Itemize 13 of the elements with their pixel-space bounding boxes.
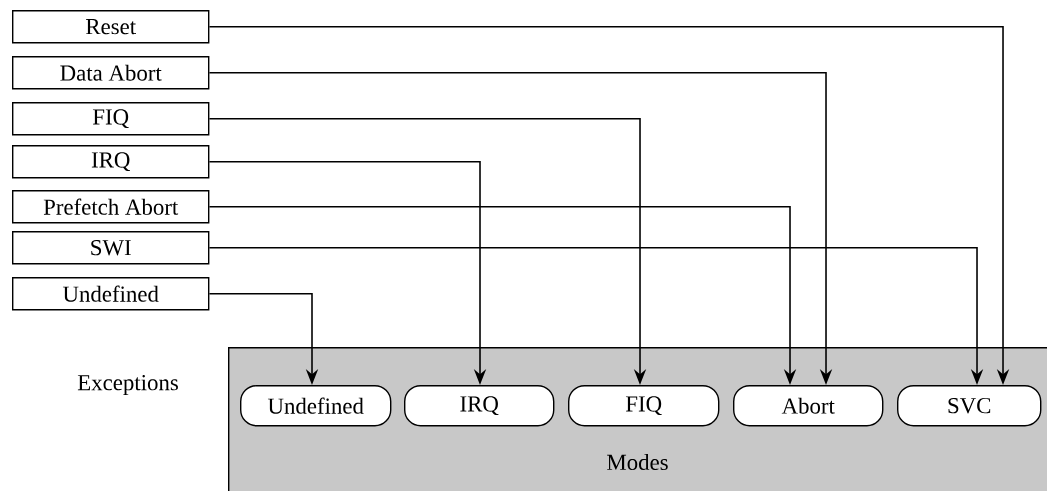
exception-box: SWI (12, 231, 210, 265)
mode-box: Abort (733, 385, 884, 427)
exception-box: Undefined (12, 277, 210, 311)
mode-box: Undefined (240, 385, 392, 427)
mode-box: SVC (897, 385, 1042, 427)
exception-box: FIQ (12, 102, 210, 136)
mode-box: FIQ (568, 385, 720, 427)
exception-box: Data Abort (12, 56, 210, 90)
exception-box: IRQ (12, 145, 210, 179)
exception-box: Prefetch Abort (12, 190, 210, 224)
exception-box: Reset (12, 10, 210, 44)
label-text: Exceptions (77, 375, 178, 395)
mode-box: IRQ (404, 385, 555, 427)
